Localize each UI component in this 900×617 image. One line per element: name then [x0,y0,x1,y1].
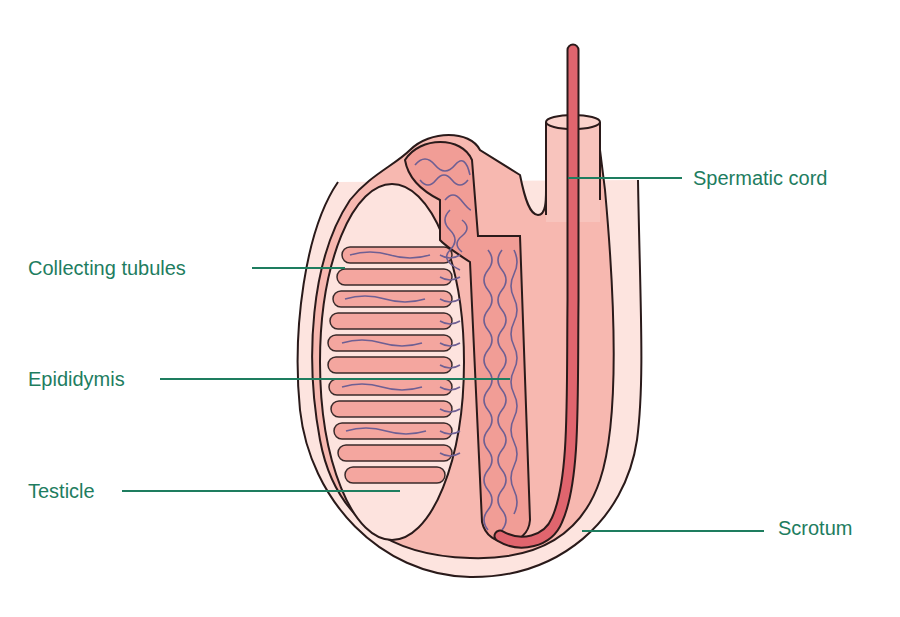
part-label: Epididymis [28,367,125,391]
part-label: Scrotum [778,516,852,540]
part-label: Spermatic cord [693,166,828,190]
part-label: Collecting tubules [28,256,186,280]
part-label: Testicle [28,479,95,503]
